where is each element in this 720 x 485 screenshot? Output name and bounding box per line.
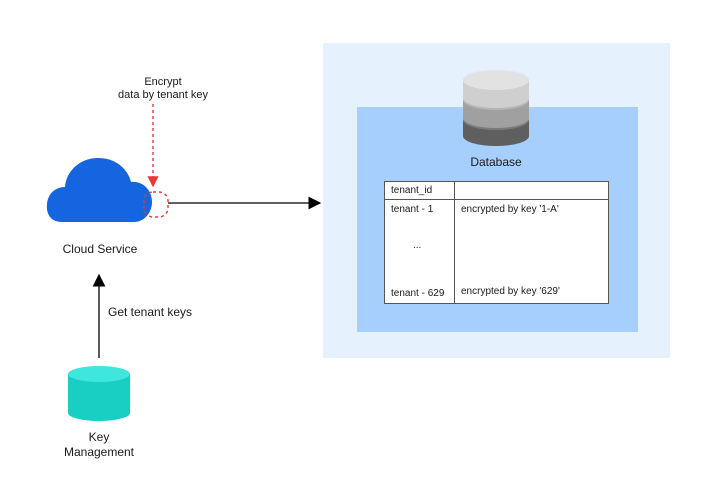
table-header	[385, 182, 608, 200]
table-row-629-value: encrypted by key '629'	[461, 286, 560, 297]
database-cylinder-icon	[463, 70, 529, 146]
cloud-service-label: Cloud Service	[62, 242, 138, 256]
database-label: Database	[470, 155, 522, 169]
table-column-divider	[454, 182, 455, 303]
table-header-tenant-id: tenant_id	[391, 185, 433, 196]
key-management-label-line1: Key	[88, 430, 110, 444]
get-tenant-keys-label: Get tenant keys	[108, 305, 193, 319]
encrypt-note-line1: Encrypt	[144, 76, 182, 88]
table-row-629-tenant: tenant - 629	[391, 288, 445, 299]
key-management-cylinder-icon	[68, 366, 130, 421]
encrypt-note: Encrypt data by tenant key	[108, 76, 218, 102]
key-management-label: Key Management	[49, 430, 149, 460]
table-row-1-value: encrypted by key '1-A'	[461, 204, 559, 215]
encrypt-note-line2: data by tenant key	[118, 89, 208, 101]
tenant-table: tenant_id tenant - 1 encrypted by key '1…	[384, 181, 609, 304]
table-row-ellipsis: ...	[413, 240, 422, 251]
cloud-icon	[46, 158, 152, 222]
encrypt-marker	[143, 104, 169, 218]
key-management-label-line2: Management	[63, 445, 135, 459]
table-row-1-tenant: tenant - 1	[391, 204, 434, 215]
